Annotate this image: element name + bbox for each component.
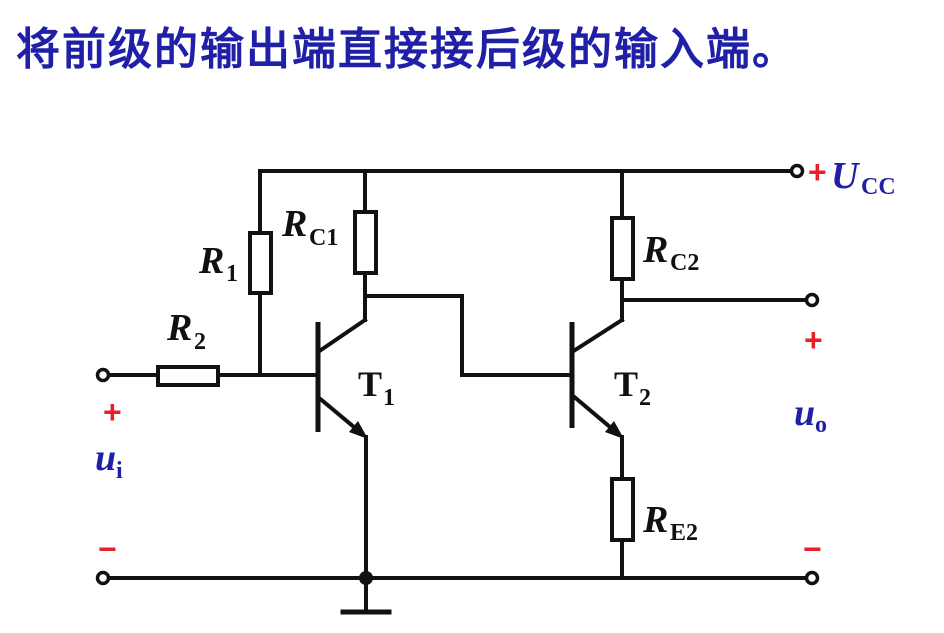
output-label-main: u (794, 392, 815, 434)
label-t2-main: T (614, 364, 638, 404)
input-plus-sign: + (103, 394, 122, 430)
supply-plus-sign: + (808, 154, 827, 190)
input-label-sub: i (116, 458, 123, 484)
label-t1-sub: 1 (383, 385, 395, 411)
label-t2-sub: 2 (639, 385, 651, 411)
wire-t2-collector (569, 317, 625, 355)
resistor-re2 (610, 477, 635, 542)
terminal-input-bottom (95, 570, 111, 586)
label-re2-sub: E2 (670, 520, 698, 546)
resistor-rc1 (353, 210, 378, 275)
label-r2-main: R (166, 307, 192, 349)
resistor-rc2 (610, 216, 635, 281)
resistor-r2 (156, 365, 220, 387)
input-minus-sign: − (98, 531, 117, 567)
transistor-t2-emitter-arrow (605, 421, 624, 439)
page-title: 将前级的输出端直接接后级的输入端。 (16, 24, 798, 75)
label-rc1-main: R (281, 203, 307, 245)
transistor-t1-emitter-arrow (349, 421, 368, 439)
label-rc1-sub: C1 (309, 225, 338, 251)
output-minus-sign: − (803, 531, 822, 567)
terminal-output-bottom (804, 570, 820, 586)
input-label-main: u (95, 437, 116, 479)
label-t1-main: T (358, 364, 382, 404)
label-rc2-main: R (642, 229, 668, 271)
terminal-supply (789, 163, 805, 179)
junction-dot (359, 571, 373, 585)
label-r1-sub: 1 (226, 261, 238, 287)
wire-t1-emitter (315, 394, 357, 430)
label-re2-main: R (642, 499, 668, 541)
supply-label-main: U (831, 155, 861, 197)
wire-interstage-link (363, 294, 574, 377)
wire-t2-emitter (569, 392, 613, 430)
supply-label-sub: CC (861, 174, 896, 200)
label-r1-main: R (198, 240, 224, 282)
terminal-output-top (804, 292, 820, 308)
output-label-sub: o (815, 412, 827, 438)
output-plus-sign: + (804, 322, 823, 358)
terminal-input-top (95, 367, 111, 383)
label-rc2-sub: C2 (670, 250, 699, 276)
resistor-r1 (248, 231, 273, 295)
label-r2-sub: 2 (194, 329, 206, 355)
wire-t1-collector (315, 317, 368, 355)
